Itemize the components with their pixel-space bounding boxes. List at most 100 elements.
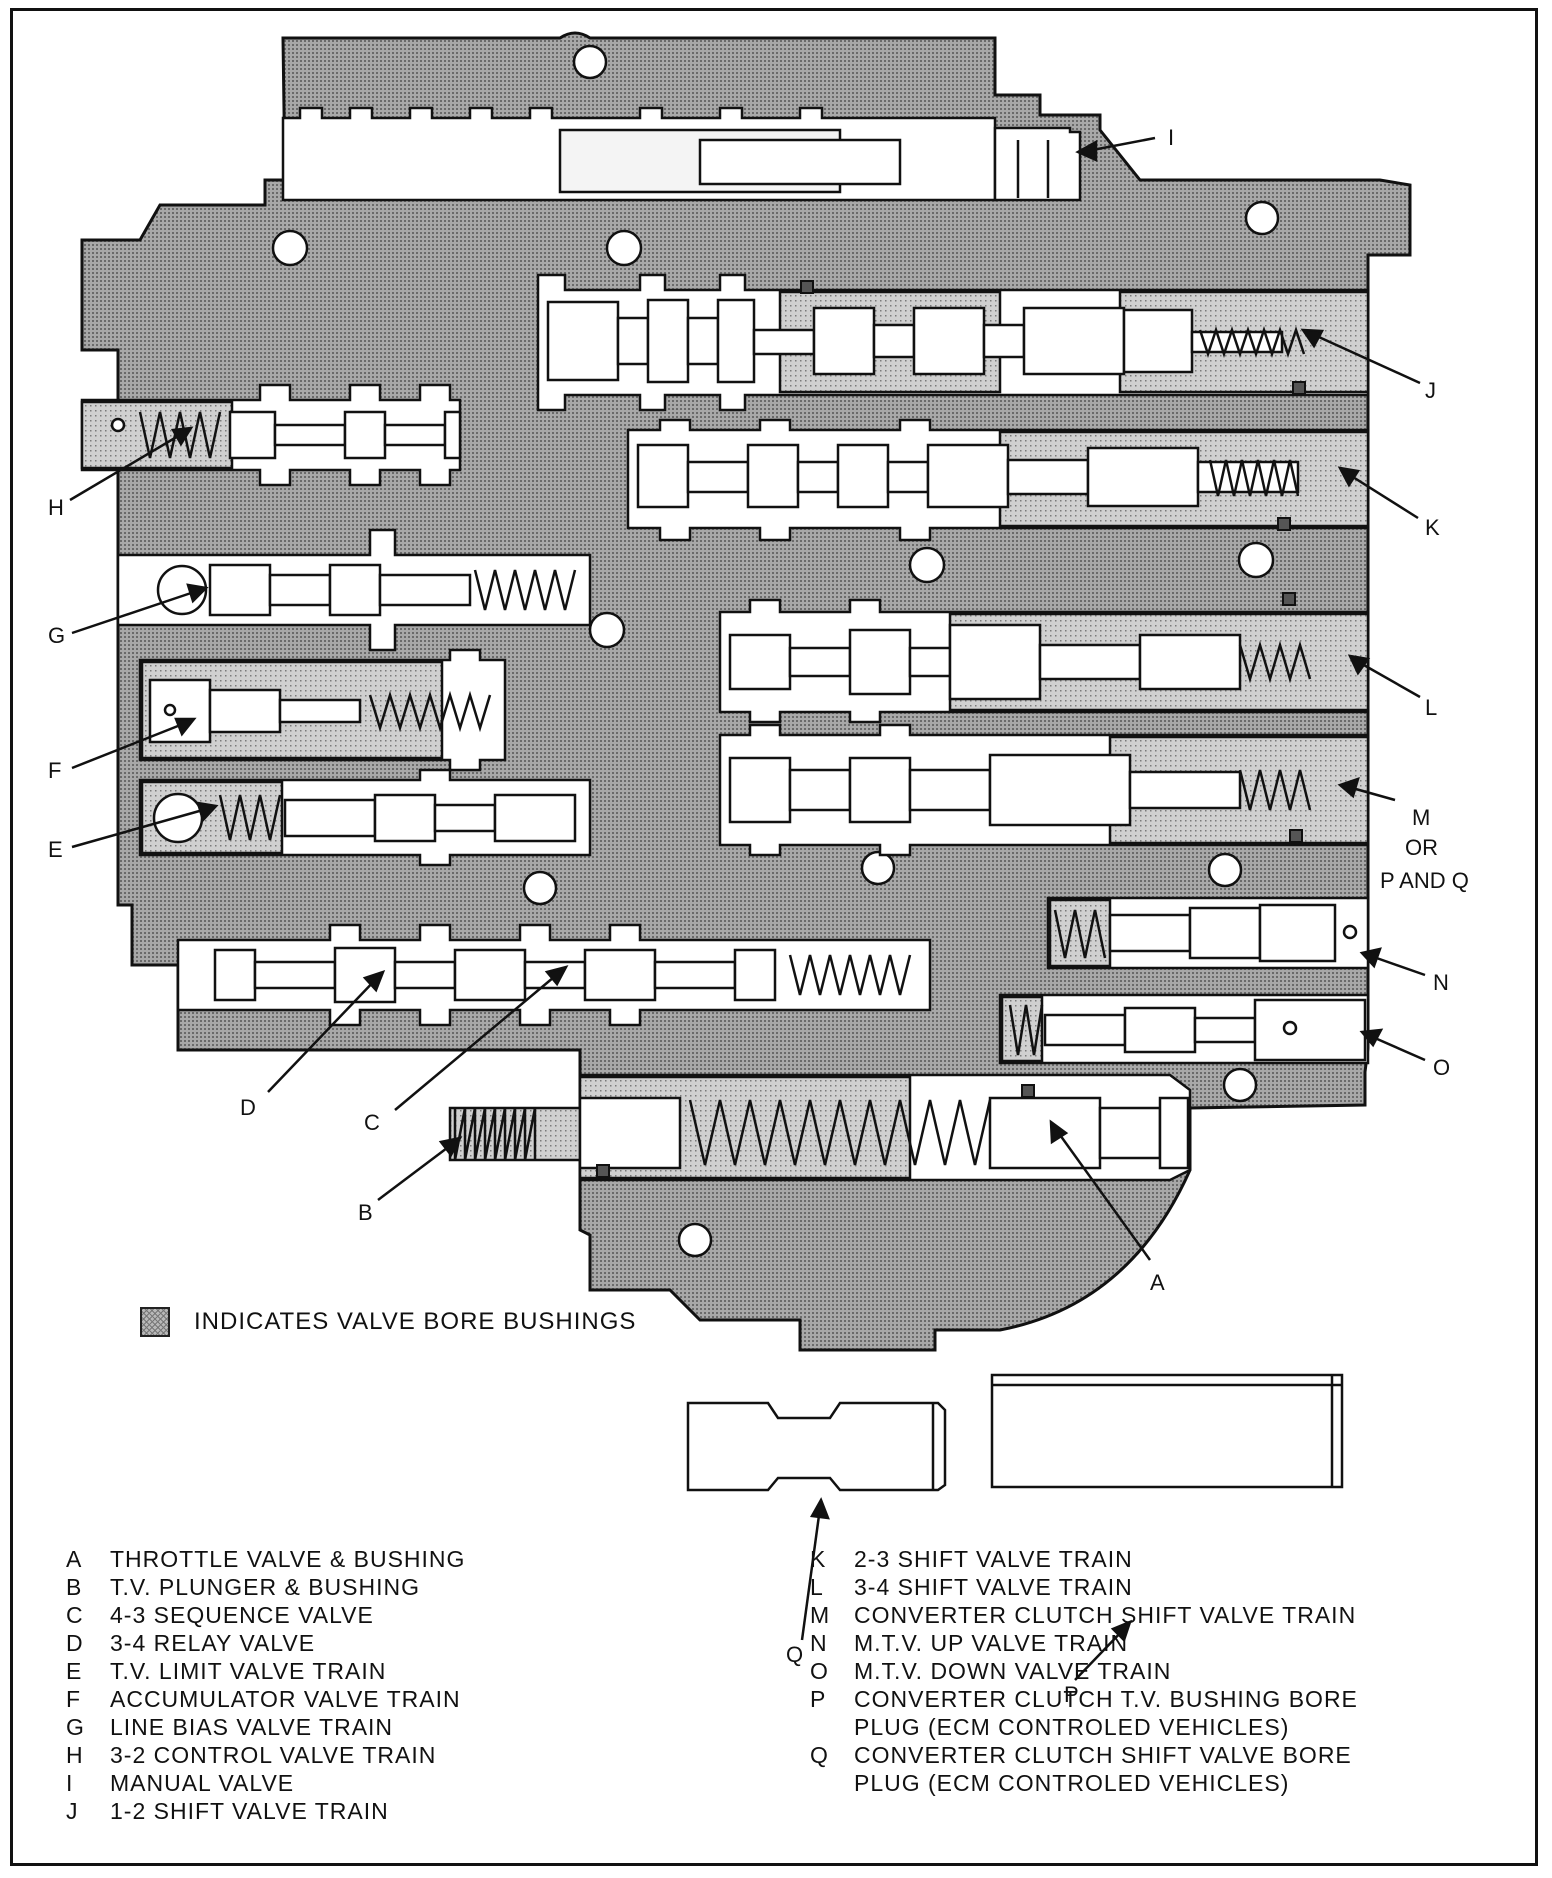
label-m: M bbox=[1412, 805, 1430, 830]
key-letter: A bbox=[66, 1546, 83, 1572]
callout-labels: A B C D E F G H I J K L M OR P AND Q N O… bbox=[48, 125, 1469, 1707]
key-row: L 3-4 SHIFT VALVE TRAIN bbox=[810, 1573, 1510, 1601]
key-letter: O bbox=[810, 1658, 829, 1684]
mounting-holes bbox=[271, 44, 1280, 1258]
label-o: O bbox=[1433, 1055, 1450, 1080]
key-letter: P bbox=[810, 1686, 827, 1712]
key-description: PLUG (ECM CONTROLED VEHICLES) bbox=[854, 1714, 1290, 1740]
bore-converter-clutch-shift-valve bbox=[718, 723, 1370, 857]
key-description: 3-2 CONTROL VALVE TRAIN bbox=[110, 1742, 437, 1768]
key-letter: K bbox=[810, 1546, 827, 1572]
key-description: 2-3 SHIFT VALVE TRAIN bbox=[854, 1546, 1133, 1572]
key-row: H 3-2 CONTROL VALVE TRAIN bbox=[66, 1741, 706, 1769]
key-description: THROTTLE VALVE & BUSHING bbox=[110, 1546, 466, 1572]
key-letter: C bbox=[66, 1602, 84, 1628]
key-row: C 4-3 SEQUENCE VALVE bbox=[66, 1601, 706, 1629]
plug-q bbox=[686, 1401, 947, 1492]
key-description: M.T.V. DOWN VALVE TRAIN bbox=[854, 1658, 1172, 1684]
key-letter: E bbox=[66, 1658, 83, 1684]
label-a: A bbox=[1150, 1270, 1165, 1295]
bore-tv-limit-valve bbox=[138, 768, 592, 867]
label-j: J bbox=[1425, 378, 1436, 403]
key-row: PLUG (ECM CONTROLED VEHICLES) bbox=[810, 1769, 1510, 1797]
key-row: Q CONVERTER CLUTCH SHIFT VALVE BORE bbox=[810, 1741, 1510, 1769]
key-description: CONVERTER CLUTCH SHIFT VALVE BORE bbox=[854, 1742, 1352, 1768]
key-row: I MANUAL VALVE bbox=[66, 1769, 706, 1797]
key-letter: I bbox=[66, 1770, 74, 1796]
key-row: G LINE BIAS VALVE TRAIN bbox=[66, 1713, 706, 1741]
key-row: J 1-2 SHIFT VALVE TRAIN bbox=[66, 1797, 706, 1825]
key-letter: D bbox=[66, 1630, 84, 1656]
bore-line-bias-valve bbox=[116, 528, 592, 652]
component-key-right: K 2-3 SHIFT VALVE TRAIN L 3-4 SHIFT VALVE T… bbox=[810, 1545, 1510, 1797]
key-letter: L bbox=[810, 1574, 824, 1600]
key-row: O M.T.V. DOWN VALVE TRAIN bbox=[810, 1657, 1510, 1685]
key-description: 1-2 SHIFT VALVE TRAIN bbox=[110, 1798, 389, 1824]
bore-mtv-down-valve bbox=[998, 993, 1370, 1065]
key-row: K 2-3 SHIFT VALVE TRAIN bbox=[810, 1545, 1510, 1573]
key-row: D 3-4 RELAY VALVE bbox=[66, 1629, 706, 1657]
bushing-legend-text: INDICATES VALVE BORE BUSHINGS bbox=[194, 1308, 637, 1335]
key-row: M CONVERTER CLUTCH SHIFT VALVE TRAIN bbox=[810, 1601, 1510, 1629]
bore-3-2-control-valve bbox=[80, 383, 462, 487]
key-letter: B bbox=[66, 1574, 83, 1600]
key-description: 3-4 RELAY VALVE bbox=[110, 1630, 316, 1656]
key-letter: G bbox=[66, 1714, 85, 1740]
leader-lines bbox=[69, 136, 1426, 1681]
label-i: I bbox=[1168, 125, 1174, 150]
figure-frame bbox=[10, 8, 1538, 1866]
check-balls bbox=[596, 280, 1306, 1178]
key-description: T.V. LIMIT VALVE TRAIN bbox=[110, 1658, 387, 1684]
component-key-left: A THROTTLE VALVE & BUSHING B T.V. PLUNGER &… bbox=[66, 1545, 706, 1825]
bore-3-4-shift-valve bbox=[718, 598, 1370, 724]
label-m-or: OR bbox=[1405, 835, 1438, 860]
label-n: N bbox=[1433, 970, 1449, 995]
bore-mtv-up-valve bbox=[1046, 896, 1370, 970]
plug-p bbox=[990, 1373, 1344, 1489]
key-letter: H bbox=[66, 1742, 84, 1768]
key-row: A THROTTLE VALVE & BUSHING bbox=[66, 1545, 706, 1573]
label-g: G bbox=[48, 623, 65, 648]
label-f: F bbox=[48, 758, 61, 783]
key-description: M.T.V. UP VALVE TRAIN bbox=[854, 1630, 1129, 1656]
key-description: 4-3 SEQUENCE VALVE bbox=[110, 1602, 374, 1628]
key-description: MANUAL VALVE bbox=[110, 1770, 295, 1796]
bore-manual-valve bbox=[281, 106, 1082, 202]
label-m-p-and-q: P AND Q bbox=[1380, 868, 1469, 893]
key-row: N M.T.V. UP VALVE TRAIN bbox=[810, 1629, 1510, 1657]
label-c: C bbox=[364, 1110, 380, 1135]
key-description: CONVERTER CLUTCH T.V. BUSHING BORE bbox=[854, 1686, 1358, 1712]
key-description: PLUG (ECM CONTROLED VEHICLES) bbox=[854, 1770, 1290, 1796]
bushing-swatch bbox=[140, 1307, 170, 1337]
label-d: D bbox=[240, 1095, 256, 1120]
label-q: Q bbox=[786, 1642, 803, 1667]
bushing-legend: INDICATES VALVE BORE BUSHINGS bbox=[140, 1302, 636, 1342]
label-b: B bbox=[358, 1200, 373, 1225]
key-letter bbox=[810, 1769, 854, 1797]
label-p: P bbox=[1064, 1682, 1079, 1707]
key-letter bbox=[810, 1713, 854, 1741]
key-letter: M bbox=[810, 1602, 831, 1628]
key-row: E T.V. LIMIT VALVE TRAIN bbox=[66, 1657, 706, 1685]
label-l: L bbox=[1425, 695, 1437, 720]
label-e: E bbox=[48, 837, 63, 862]
key-letter: J bbox=[66, 1798, 79, 1824]
key-row: PLUG (ECM CONTROLED VEHICLES) bbox=[810, 1713, 1510, 1741]
label-h: H bbox=[48, 495, 64, 520]
key-row: B T.V. PLUNGER & BUSHING bbox=[66, 1573, 706, 1601]
bore-2-3-shift-valve bbox=[626, 418, 1370, 542]
bore-throttle-valve bbox=[448, 1073, 1192, 1182]
key-letter: Q bbox=[810, 1742, 829, 1768]
key-description: LINE BIAS VALVE TRAIN bbox=[110, 1714, 394, 1740]
key-description: ACCUMULATOR VALVE TRAIN bbox=[110, 1686, 461, 1712]
key-letter: N bbox=[810, 1630, 828, 1656]
bore-1-2-shift-valve bbox=[536, 273, 1370, 412]
key-description: 3-4 SHIFT VALVE TRAIN bbox=[854, 1574, 1133, 1600]
key-description: T.V. PLUNGER & BUSHING bbox=[110, 1574, 421, 1600]
label-k: K bbox=[1425, 515, 1440, 540]
key-description: CONVERTER CLUTCH SHIFT VALVE TRAIN bbox=[854, 1602, 1357, 1628]
bore-accumulator-valve bbox=[138, 648, 507, 772]
